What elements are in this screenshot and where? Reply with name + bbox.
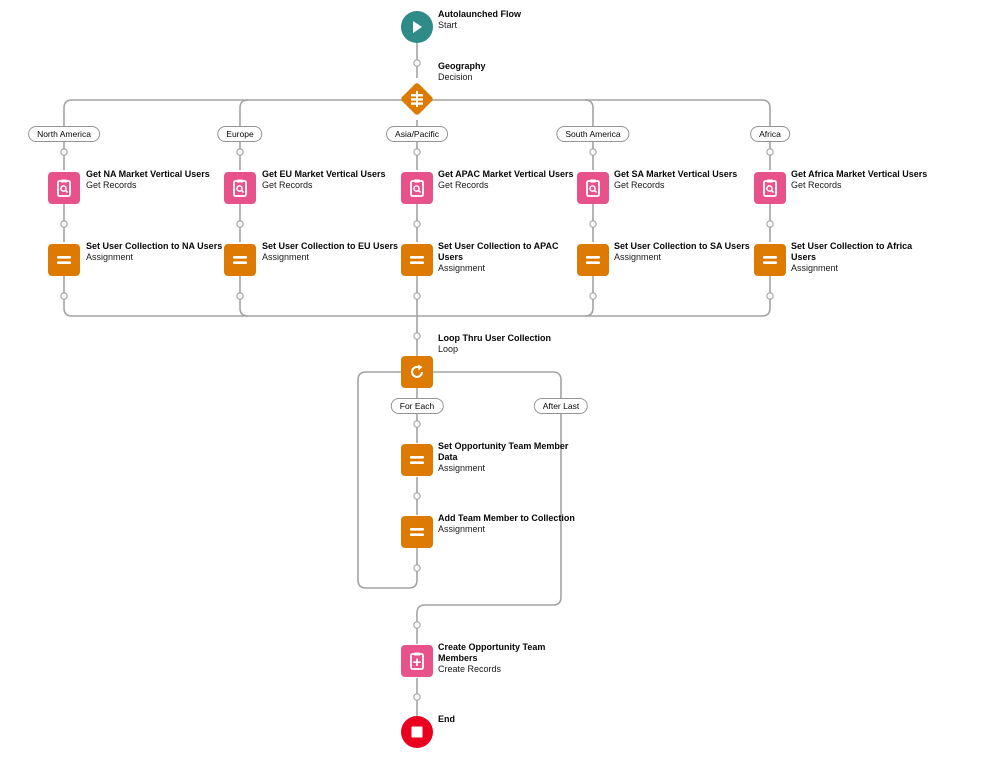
assignment-label-eu: Set User Collection to EU Users Assignme… xyxy=(262,241,410,263)
assignment-node-africa[interactable] xyxy=(754,244,786,276)
end-node[interactable] xyxy=(401,716,433,748)
assignment-label-africa: Set User Collection to Africa Users Assi… xyxy=(791,241,921,274)
node-title: Set User Collection to NA Users xyxy=(86,241,223,251)
node-subtitle: Get Records xyxy=(262,180,313,190)
decision-subtitle: Decision xyxy=(438,72,473,82)
assignment-label-apac: Set User Collection to APAC Users Assign… xyxy=(438,241,568,274)
get-records-node-sa[interactable] xyxy=(577,172,609,204)
node-subtitle: Assignment xyxy=(438,263,486,273)
assignment-icon xyxy=(410,528,424,536)
outcome-europe[interactable]: Europe xyxy=(217,126,263,142)
end-title: End xyxy=(438,714,455,724)
assignment-node-sa[interactable] xyxy=(577,244,609,276)
assignment-label-na: Set User Collection to NA Users Assignme… xyxy=(86,241,234,263)
get-records-label-apac: Get APAC Market Vertical Users Get Recor… xyxy=(438,169,580,191)
node-subtitle: Assignment xyxy=(614,252,662,262)
start-label: Autolaunched Flow Start xyxy=(438,9,521,31)
assignment-node-eu[interactable] xyxy=(224,244,256,276)
stop-icon xyxy=(411,726,423,738)
get-records-icon xyxy=(586,179,600,197)
node-subtitle: Assignment xyxy=(262,252,310,262)
outcome-north-america[interactable]: North America xyxy=(28,126,100,142)
node-subtitle: Assignment xyxy=(86,252,134,262)
outcome-asia-pacific[interactable]: Asia/Pacific xyxy=(386,126,448,142)
get-records-label-eu: Get EU Market Vertical Users Get Records xyxy=(262,169,402,191)
node-title: Get Africa Market Vertical Users xyxy=(791,169,928,179)
node-title: Get SA Market Vertical Users xyxy=(614,169,738,179)
node-title: Set User Collection to APAC Users xyxy=(438,241,559,262)
node-title: Set User Collection to EU Users xyxy=(262,241,399,251)
assignment-icon xyxy=(586,256,600,264)
loop-icon xyxy=(411,364,423,378)
assignment-node-set-team-member[interactable] xyxy=(401,444,433,476)
assignment-icon xyxy=(410,256,424,264)
get-records-icon xyxy=(410,179,424,197)
get-records-label-sa: Get SA Market Vertical Users Get Records xyxy=(614,169,754,191)
start-subtitle: Start xyxy=(438,20,458,30)
node-title: Get NA Market Vertical Users xyxy=(86,169,210,179)
create-records-node[interactable] xyxy=(401,645,433,677)
node-title: Set User Collection to SA Users xyxy=(614,241,750,251)
assignment-icon xyxy=(763,256,777,264)
decision-label: Geography Decision xyxy=(438,61,486,83)
create-records-icon xyxy=(410,652,424,670)
get-records-icon xyxy=(763,179,777,197)
outcome-south-america[interactable]: South America xyxy=(556,126,630,142)
assignment-icon xyxy=(57,256,71,264)
node-title: Add Team Member to Collection xyxy=(438,513,575,523)
get-records-node-na[interactable] xyxy=(48,172,80,204)
get-records-label-na: Get NA Market Vertical Users Get Records xyxy=(86,169,226,191)
assignment-icon xyxy=(410,456,424,464)
play-icon xyxy=(413,21,422,33)
node-subtitle: Assignment xyxy=(438,463,486,473)
start-title: Autolaunched Flow xyxy=(438,9,521,19)
assignment-icon xyxy=(233,256,247,264)
loop-label: Loop Thru User Collection Loop xyxy=(438,333,578,355)
node-title: Get APAC Market Vertical Users xyxy=(438,169,574,179)
get-records-node-eu[interactable] xyxy=(224,172,256,204)
decision-icon xyxy=(411,91,423,107)
node-subtitle: Get Records xyxy=(614,180,665,190)
node-subtitle: Get Records xyxy=(438,180,489,190)
loop-title: Loop Thru User Collection xyxy=(438,333,552,343)
node-subtitle: Assignment xyxy=(438,524,486,534)
for-each-pill[interactable]: For Each xyxy=(390,398,444,414)
assignment-label-set-team-member: Set Opportunity Team Member Data Assignm… xyxy=(438,441,578,474)
after-last-pill[interactable]: After Last xyxy=(533,398,589,414)
node-subtitle: Create Records xyxy=(438,664,502,674)
node-title: Set User Collection to Africa Users xyxy=(791,241,913,262)
loop-subtitle: Loop xyxy=(438,344,459,354)
decision-node[interactable] xyxy=(400,82,434,116)
get-records-node-africa[interactable] xyxy=(754,172,786,204)
node-subtitle: Get Records xyxy=(791,180,842,190)
decision-title: Geography xyxy=(438,61,486,71)
node-title: Get EU Market Vertical Users xyxy=(262,169,386,179)
outcome-africa[interactable]: Africa xyxy=(750,126,790,142)
assignment-label-add-team-member: Add Team Member to Collection Assignment xyxy=(438,513,588,535)
node-title: Set Opportunity Team Member Data xyxy=(438,441,569,462)
assignment-label-sa: Set User Collection to SA Users Assignme… xyxy=(614,241,762,263)
get-records-label-africa: Get Africa Market Vertical Users Get Rec… xyxy=(791,169,941,191)
create-records-label: Create Opportunity Team Members Create R… xyxy=(438,642,568,675)
get-records-icon xyxy=(233,179,247,197)
loop-node[interactable] xyxy=(401,356,433,388)
assignment-node-na[interactable] xyxy=(48,244,80,276)
get-records-node-apac[interactable] xyxy=(401,172,433,204)
start-node[interactable] xyxy=(401,11,433,43)
get-records-icon xyxy=(57,179,71,197)
node-title: Create Opportunity Team Members xyxy=(438,642,546,663)
assignment-node-apac[interactable] xyxy=(401,244,433,276)
end-label: End xyxy=(438,714,455,725)
node-subtitle: Assignment xyxy=(791,263,839,273)
node-subtitle: Get Records xyxy=(86,180,137,190)
assignment-node-add-team-member[interactable] xyxy=(401,516,433,548)
